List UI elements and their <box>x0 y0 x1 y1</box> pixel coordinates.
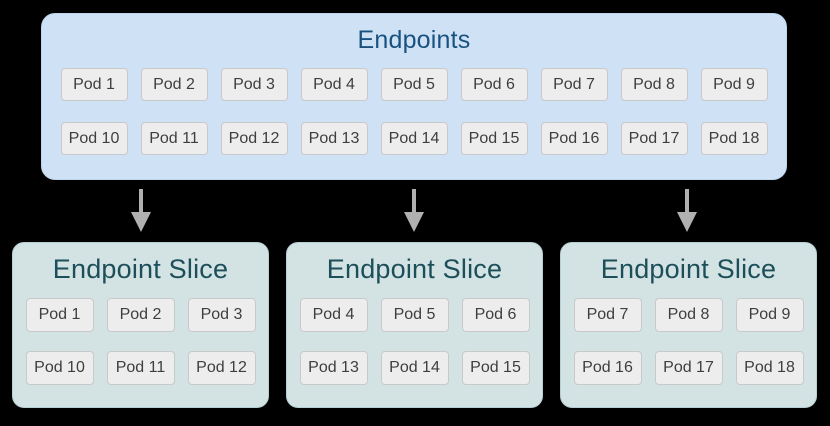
pod-box: Pod 9 <box>700 68 768 101</box>
pod-box: Pod 11 <box>140 122 208 155</box>
arrow-head <box>131 212 151 232</box>
slice-1-pod-row-2: Pod 10 Pod 11 Pod 12 <box>13 351 268 385</box>
pod-box: Pod 7 <box>540 68 608 101</box>
pod-box: Pod 13 <box>299 351 368 385</box>
pod-box: Pod 17 <box>654 351 723 385</box>
pod-box: Pod 8 <box>654 298 723 332</box>
pod-box: Pod 15 <box>460 122 528 155</box>
slice-3-pod-row-2: Pod 16 Pod 17 Pod 18 <box>561 351 816 385</box>
down-arrow-icon <box>404 189 424 232</box>
pod-box: Pod 4 <box>299 298 368 332</box>
pod-box: Pod 7 <box>573 298 642 332</box>
endpoint-slice-title: Endpoint Slice <box>326 254 503 284</box>
pod-box: Pod 16 <box>573 351 642 385</box>
endpoints-pod-row-1: Pod 1 Pod 2 Pod 3 Pod 4 Pod 5 Pod 6 Pod 7 Pod 8… <box>42 68 786 101</box>
pod-box: Pod 12 <box>187 351 256 385</box>
pod-box: Pod 17 <box>620 122 688 155</box>
pod-box: Pod 5 <box>380 298 449 332</box>
arrow-shaft <box>685 189 689 212</box>
pod-box: Pod 10 <box>60 122 128 155</box>
pod-box: Pod 6 <box>461 298 530 332</box>
slice-2-pod-row-2: Pod 13 Pod 14 Pod 15 <box>287 351 542 385</box>
pod-box: Pod 12 <box>220 122 288 155</box>
pod-box: Pod 18 <box>735 351 804 385</box>
endpoints-title: Endpoints <box>357 26 471 54</box>
pod-box: Pod 8 <box>620 68 688 101</box>
arrow-shaft <box>139 189 143 212</box>
slice-2-pod-row-1: Pod 4 Pod 5 Pod 6 <box>287 298 542 332</box>
pod-box: Pod 2 <box>140 68 208 101</box>
pod-box: Pod 6 <box>460 68 528 101</box>
endpoint-slice-title: Endpoint Slice <box>600 254 777 284</box>
arrow-shaft <box>412 189 416 212</box>
slice-1-pod-row-1: Pod 1 Pod 2 Pod 3 <box>13 298 268 332</box>
pod-box: Pod 3 <box>220 68 288 101</box>
endpoints-pod-row-2: Pod 10 Pod 11 Pod 12 Pod 13 Pod 14 Pod 15 Pod … <box>42 122 786 155</box>
pod-box: Pod 14 <box>380 351 449 385</box>
pod-box: Pod 16 <box>540 122 608 155</box>
pod-box: Pod 1 <box>60 68 128 101</box>
pod-box: Pod 10 <box>25 351 94 385</box>
endpoints-box: Endpoints Pod 1 Pod 2 Pod 3 Pod 4 Pod 5 Pod 6… <box>41 13 787 180</box>
pod-box: Pod 5 <box>380 68 448 101</box>
pod-box: Pod 15 <box>461 351 530 385</box>
pod-box: Pod 18 <box>700 122 768 155</box>
down-arrow-icon <box>677 189 697 232</box>
pod-box: Pod 9 <box>735 298 804 332</box>
arrow-head <box>404 212 424 232</box>
pod-box: Pod 3 <box>187 298 256 332</box>
pod-box: Pod 14 <box>380 122 448 155</box>
pod-box: Pod 1 <box>25 298 94 332</box>
endpoint-slice-title: Endpoint Slice <box>52 254 229 284</box>
pod-box: Pod 13 <box>300 122 368 155</box>
down-arrow-icon <box>131 189 151 232</box>
pod-box: Pod 2 <box>106 298 175 332</box>
pod-box: Pod 4 <box>300 68 368 101</box>
pod-box: Pod 11 <box>106 351 175 385</box>
arrow-head <box>677 212 697 232</box>
slice-3-pod-row-1: Pod 7 Pod 8 Pod 9 <box>561 298 816 332</box>
